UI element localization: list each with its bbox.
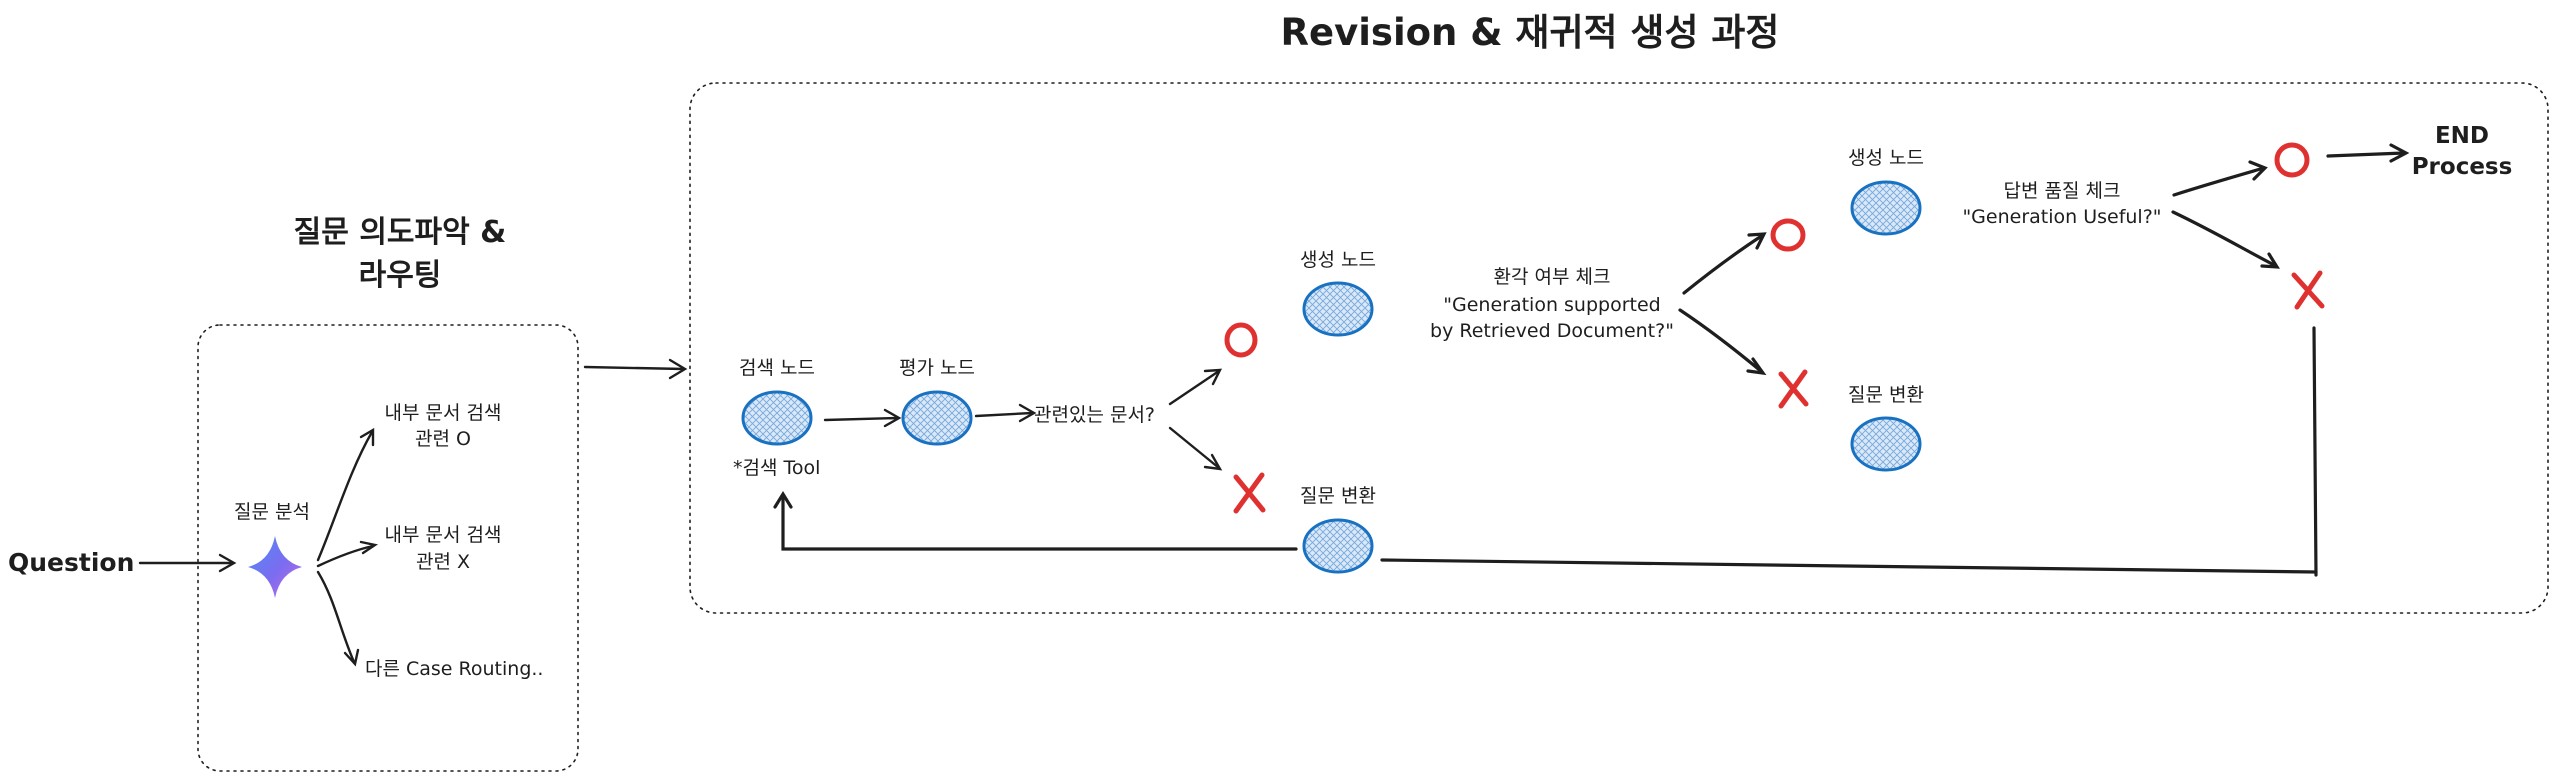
routing-branch-arrows	[316, 427, 379, 667]
relevant-no-mark	[1233, 472, 1266, 514]
relevance-branch-arrows	[1168, 368, 1223, 471]
branch-relevant-line2: 관련 O	[415, 428, 471, 450]
routing-title-line2: 라우팅	[359, 258, 442, 293]
branch-irrelevant-line2: 관련 X	[416, 551, 470, 573]
useful-to-end-arrow	[2326, 143, 2410, 163]
search-node-label: 검색 노드	[739, 357, 815, 379]
quality-branch-arrows	[2171, 160, 2280, 269]
hallucination-check-line2: by Retrieved Document?"	[1430, 320, 1674, 342]
end-label-line1: END	[2435, 123, 2489, 149]
useful-no-mark	[2291, 270, 2325, 310]
useful-yes-mark	[2274, 142, 2310, 178]
rewrite-node-1-label: 질문 변환	[1300, 485, 1376, 507]
hallucination-check-line1: "Generation supported	[1443, 294, 1660, 316]
analysis-label: 질문 분석	[234, 501, 310, 523]
quality-check-title: 답변 품질 체크	[2004, 180, 2121, 202]
quality-check-question: "Generation Useful?"	[1962, 206, 2161, 228]
search-to-eval-arrow	[823, 408, 902, 428]
generate-node-2-label: 생성 노드	[1848, 147, 1924, 169]
main-title: Revision & 재귀적 생성 과정	[1281, 11, 1780, 54]
generate-node-1-label: 생성 노드	[1300, 249, 1376, 271]
not-useful-feedback-line	[1380, 326, 2318, 577]
hallucination-branch-arrows	[1678, 232, 1767, 376]
supported-yes-mark	[1770, 218, 1806, 252]
routing-to-revision-arrow	[583, 358, 688, 380]
routing-group-box	[197, 324, 579, 772]
branch-relevant-line1: 내부 문서 검색	[385, 402, 502, 424]
branch-other: 다른 Case Routing..	[365, 658, 543, 680]
rewrite-node-2-label: 질문 변환	[1848, 384, 1924, 406]
rewrite-node-1	[1302, 518, 1374, 574]
branch-irrelevant-line1: 내부 문서 검색	[385, 524, 502, 546]
rewrite-to-search-loop	[773, 490, 1298, 551]
relevant-yes-mark	[1224, 322, 1258, 358]
generate-node-1	[1302, 281, 1374, 337]
gemini-sparkle-icon	[248, 536, 302, 598]
generate-node-2	[1850, 180, 1922, 236]
search-tool-label: *검색 Tool	[733, 457, 820, 479]
eval-node	[901, 390, 973, 446]
revision-group-box	[689, 82, 2549, 614]
eval-node-label: 평가 노드	[899, 357, 975, 379]
question-to-analysis-arrow	[138, 553, 237, 573]
eval-to-relevance-arrow	[974, 403, 1037, 423]
rewrite-node-2	[1850, 416, 1922, 472]
end-label-line2: Process	[2412, 154, 2513, 180]
question-label: Question	[8, 548, 134, 577]
routing-title-line1: 질문 의도파악 &	[294, 215, 507, 250]
supported-no-mark	[1778, 369, 1809, 409]
relevance-question: 관련있는 문서?	[1034, 404, 1155, 426]
hallucination-check-title: 환각 여부 체크	[1494, 266, 1611, 288]
search-node	[741, 390, 813, 446]
